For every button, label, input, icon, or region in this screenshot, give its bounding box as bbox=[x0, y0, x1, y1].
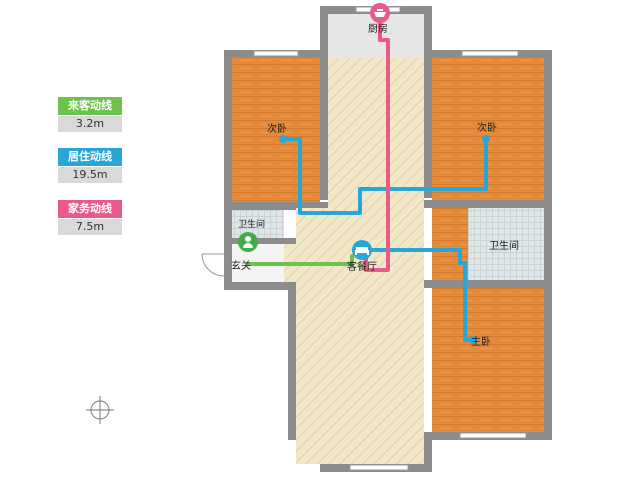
person-icon bbox=[245, 236, 251, 242]
bedroom-left-floor bbox=[232, 58, 320, 202]
visitor-flow-line bbox=[246, 254, 354, 266]
label-living-dining: 客餐厅 bbox=[347, 260, 377, 273]
label-bathroom-small: 卫生间 bbox=[238, 218, 265, 230]
pot-icon bbox=[374, 9, 386, 17]
legend-housework-title: 家务动线 bbox=[58, 200, 122, 218]
legend-visitor: 来客动线 3.2m bbox=[58, 97, 122, 132]
legend-living: 居住动线 19.5m bbox=[58, 148, 122, 183]
legend-visitor-distance: 3.2m bbox=[58, 116, 122, 132]
bathroom-small-floor bbox=[232, 210, 284, 238]
label-kitchen: 厨房 bbox=[368, 22, 388, 35]
living-flow-line-master bbox=[360, 248, 477, 342]
legend-housework: 家务动线 7.5m bbox=[58, 200, 122, 235]
kitchen-marker bbox=[370, 3, 390, 23]
entrance-door bbox=[201, 253, 225, 277]
label-bathroom-right: 卫生间 bbox=[489, 239, 519, 252]
legend-living-title: 居住动线 bbox=[58, 148, 122, 166]
flow-lines bbox=[246, 12, 488, 342]
legend-visitor-title: 来客动线 bbox=[58, 97, 122, 115]
housework-flow-line bbox=[364, 12, 390, 272]
living-marker bbox=[352, 240, 372, 260]
label-bedroom-left: 次卧 bbox=[267, 122, 287, 135]
label-master-bedroom: 主卧 bbox=[471, 335, 491, 348]
bathroom-right-floor bbox=[468, 208, 544, 280]
compass-icon bbox=[86, 396, 114, 424]
living-flow-line bbox=[281, 137, 488, 215]
label-entrance: 玄关 bbox=[231, 259, 251, 272]
bath-right-doorway bbox=[432, 208, 468, 280]
corridor-floor bbox=[328, 58, 424, 208]
sofa-icon bbox=[355, 247, 369, 255]
entrance-marker bbox=[238, 232, 258, 252]
bedroom-right-dot bbox=[482, 135, 490, 143]
master-bedroom-dot bbox=[469, 336, 477, 344]
bedroom-left-dot bbox=[279, 135, 287, 143]
legend-housework-distance: 7.5m bbox=[58, 219, 122, 235]
label-bedroom-right: 次卧 bbox=[477, 121, 497, 134]
legend-living-distance: 19.5m bbox=[58, 167, 122, 183]
master-bedroom-floor bbox=[432, 288, 544, 432]
